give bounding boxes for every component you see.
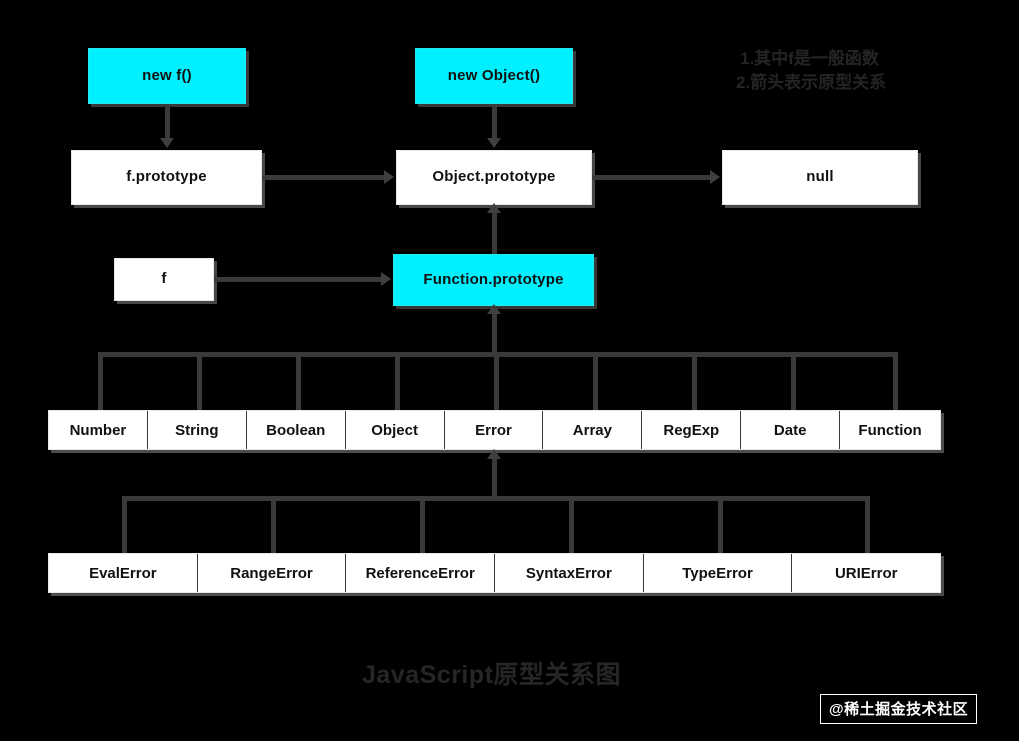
node-new-object-label: new Object(): [447, 66, 541, 84]
node-f-label: f: [161, 270, 167, 288]
bracket-drop-builtins-6: [593, 352, 598, 410]
builtin-cell-array[interactable]: Array: [543, 411, 643, 449]
node-f-prototype[interactable]: f.prototype: [71, 150, 262, 205]
error-cell-rangeerror[interactable]: RangeError: [198, 554, 347, 592]
connector-f-to-function-prototype: [214, 277, 383, 282]
node-null-label: null: [806, 168, 834, 186]
arrow-down-f-prototype: [160, 138, 174, 148]
node-object-prototype[interactable]: Object.prototype: [396, 150, 592, 205]
bracket-drop-errors-6: [865, 496, 870, 553]
arrow-right-null: [710, 170, 720, 184]
bracket-drop-builtins-3: [296, 352, 301, 410]
builtin-cell-number[interactable]: Number: [49, 411, 148, 449]
diagram-note-1: 1.其中f是一般函数: [740, 49, 879, 68]
connector-object-prototype-to-null: [592, 175, 712, 180]
arrow-right-function-prototype: [381, 272, 391, 286]
errors-row: EvalError RangeError ReferenceError Synt…: [48, 553, 941, 593]
builtins-row: Number String Boolean Object Error Array…: [48, 410, 941, 450]
node-new-f-label: new f(): [142, 66, 192, 84]
builtin-cell-string[interactable]: String: [148, 411, 247, 449]
connector-errors-to-error: [492, 458, 497, 498]
connector-f-prototype-to-object-prototype: [262, 175, 386, 180]
connector-function-prototype-to-object-prototype: [492, 212, 497, 255]
bracket-drop-errors-5: [718, 496, 723, 553]
watermark-badge: @稀土掘金技术社区: [820, 694, 978, 724]
diagram-title: JavaScript原型关系图: [362, 661, 621, 689]
node-object-prototype-label: Object.prototype: [432, 168, 556, 186]
arrow-up-error: [487, 449, 501, 459]
builtin-cell-error[interactable]: Error: [445, 411, 544, 449]
builtin-cell-regexp[interactable]: RegExp: [642, 411, 742, 449]
error-cell-referenceerror[interactable]: ReferenceError: [346, 554, 496, 592]
bracket-drop-builtins-7: [692, 352, 697, 410]
node-new-object[interactable]: new Object(): [415, 48, 573, 104]
connector-new-object-to-object-prototype: [492, 104, 497, 142]
node-f[interactable]: f: [114, 258, 214, 301]
bracket-spine-errors: [122, 496, 870, 501]
bracket-drop-builtins-4: [395, 352, 400, 410]
arrow-down-object-prototype: [487, 138, 501, 148]
bracket-drop-builtins-5: [494, 352, 499, 410]
arrow-up-function-prototype: [487, 304, 501, 314]
diagram-note-2: 2.箭头表示原型关系: [736, 73, 887, 92]
node-function-prototype-label: Function.prototype: [423, 270, 564, 288]
builtin-cell-boolean[interactable]: Boolean: [247, 411, 346, 449]
error-cell-typeerror[interactable]: TypeError: [644, 554, 793, 592]
error-cell-urierror[interactable]: URIError: [834, 564, 898, 582]
arrow-right-object-prototype: [384, 170, 394, 184]
node-null[interactable]: null: [722, 150, 918, 205]
builtin-cell-object[interactable]: Object: [346, 411, 445, 449]
bracket-drop-errors-2: [271, 496, 276, 553]
bracket-drop-builtins-2: [197, 352, 202, 410]
bracket-drop-builtins-1: [98, 352, 103, 410]
connector-new-f-to-f-prototype: [165, 104, 170, 142]
node-function-prototype[interactable]: Function.prototype: [393, 254, 594, 306]
bracket-drop-errors-3: [420, 496, 425, 553]
error-cell-syntaxerror[interactable]: SyntaxError: [495, 554, 644, 592]
connector-builtins-to-function-prototype: [492, 313, 497, 353]
error-cell-evalerror[interactable]: EvalError: [49, 554, 198, 592]
arrow-up-object-prototype: [487, 203, 501, 213]
bracket-drop-builtins-8: [791, 352, 796, 410]
builtin-cell-function[interactable]: Function: [858, 421, 922, 439]
node-new-f[interactable]: new f(): [88, 48, 246, 104]
bracket-drop-builtins-9: [893, 352, 898, 410]
bracket-drop-errors-4: [569, 496, 574, 553]
bracket-drop-errors-1: [122, 496, 127, 553]
builtin-cell-date[interactable]: Date: [741, 411, 841, 449]
node-f-prototype-label: f.prototype: [126, 168, 207, 186]
